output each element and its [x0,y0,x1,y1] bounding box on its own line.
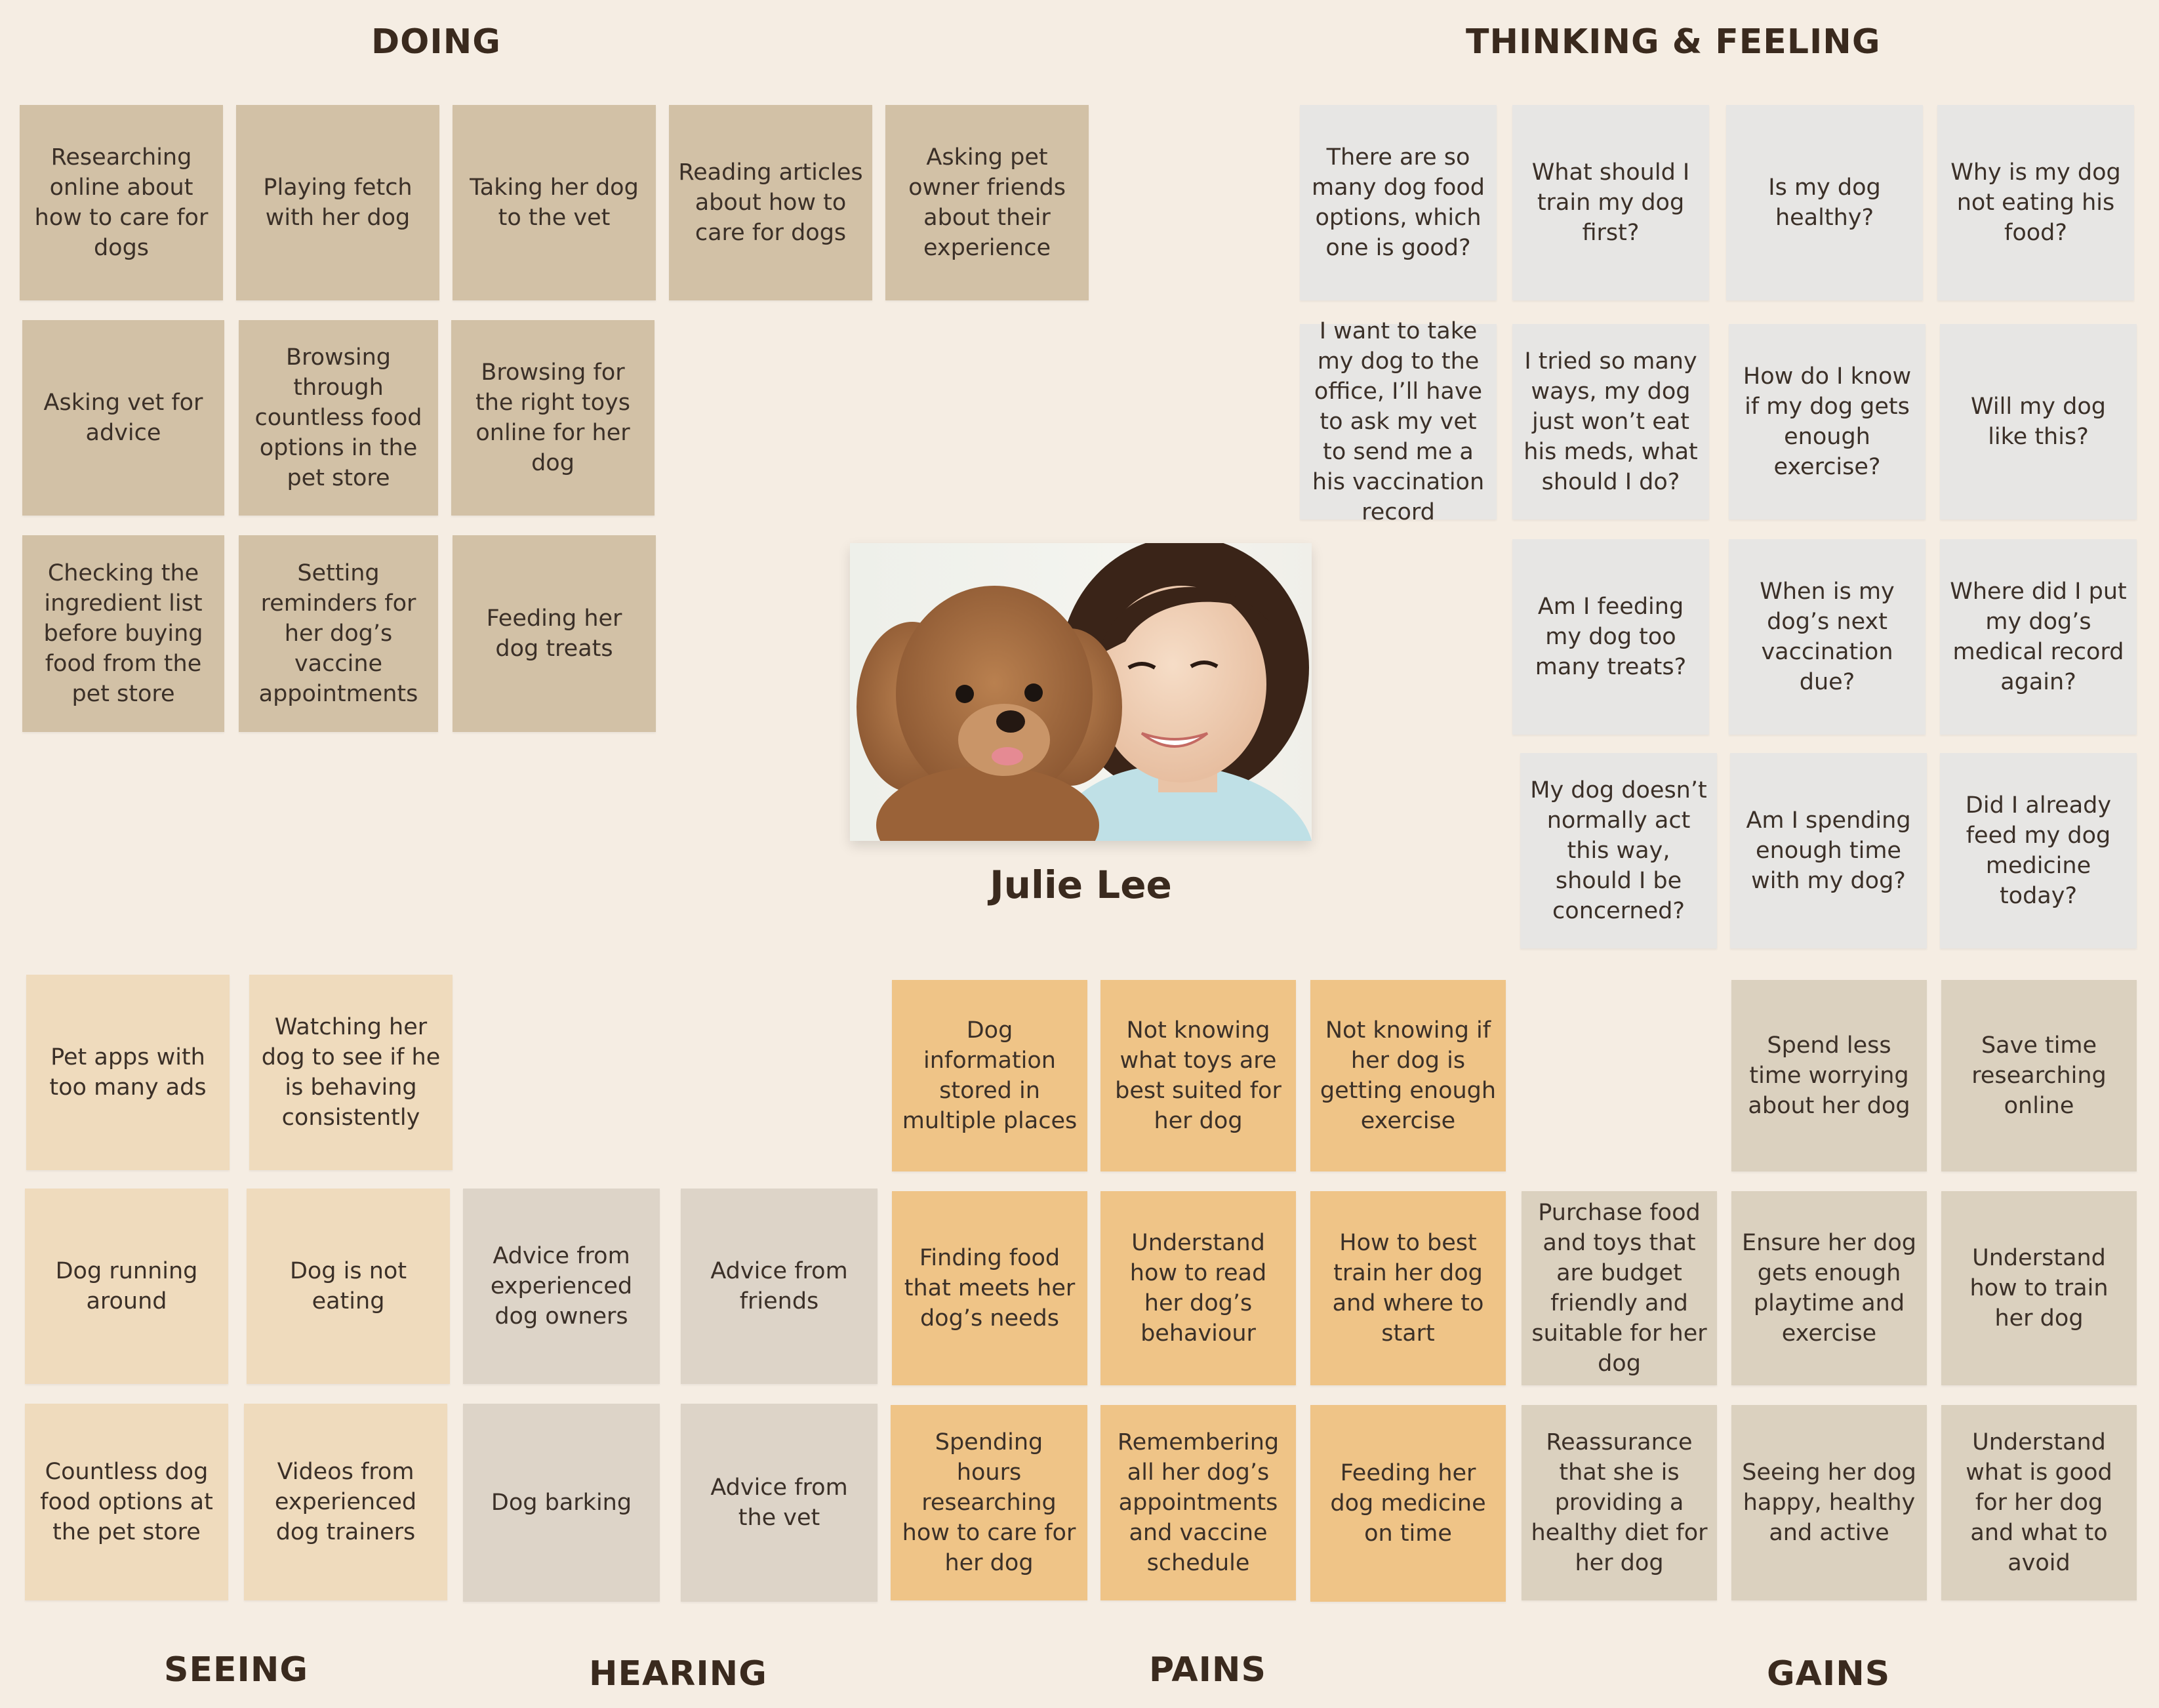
doing-note: Reading articles about how to care for d… [669,105,872,300]
doing-note: Researching online about how to care for… [20,105,223,300]
thinking-note: I want to take my dog to the office, I’l… [1300,318,1497,525]
thinking-note: Will my dog like this? [1940,324,2137,519]
thinking-note: Why is my dog not eating his food? [1937,105,2134,300]
persona-name: Julie Lee [990,863,1172,907]
hearing-note: Dog barking [463,1404,660,1602]
pains-note: Finding food that meets her dog’s needs [892,1191,1087,1385]
gains-note: Ensure her dog gets enough playtime and … [1731,1191,1927,1385]
thinking-note: Am I feeding my dog too many treats? [1512,539,1709,735]
doing-heading: DOING [371,22,501,62]
doing-note: Asking pet owner friends about their exp… [885,105,1089,300]
gains-note: Understand how to train her dog [1941,1191,2137,1385]
gains-note: Seeing her dog happy, healthy and active [1731,1405,1927,1600]
seeing-note: Dog is not eating [247,1189,450,1384]
hearing-heading: HEARING [589,1654,767,1694]
gains-note: Purchase food and toys that are budget f… [1522,1191,1717,1385]
thinking-note: I tried so many ways, my dog just won’t … [1512,324,1709,519]
doing-note: Browsing for the right toys online for h… [451,320,655,516]
thinking-note: When is my dog’s next vaccination due? [1729,539,1926,735]
persona-photo [850,543,1312,841]
gains-note: Save time researching online [1941,980,2137,1171]
thinking-note: Is my dog healthy? [1726,105,1923,300]
hearing-note: Advice from friends [681,1189,878,1384]
pains-note: Spending hours researching how to care f… [891,1405,1087,1600]
thinking-note: What should I train my dog first? [1512,105,1709,300]
doing-note: Playing fetch with her dog [236,105,439,300]
pains-note: Remembering all her dog’s appointments a… [1100,1405,1296,1600]
pains-heading: PAINS [1149,1650,1266,1690]
seeing-note: Pet apps with too many ads [26,975,230,1170]
seeing-note: Videos from experienced dog trainers [244,1404,447,1600]
woman-with-poodle-illustration [857,543,1312,841]
pains-note: Not knowing what toys are best suited fo… [1100,980,1296,1171]
hearing-note: Advice from experienced dog owners [463,1189,660,1384]
gains-note: Spend less time worrying about her dog [1731,980,1927,1171]
thinking-note: Where did I put my dog’s medical record … [1940,539,2137,735]
thinking-note: How do I know if my dog gets enough exer… [1729,324,1926,519]
pains-note: Dog information stored in multiple place… [892,980,1087,1171]
gains-note: Understand what is good for her dog and … [1941,1405,2137,1600]
pains-note: Feeding her dog medicine on time [1310,1405,1506,1602]
gains-heading: GAINS [1767,1654,1891,1694]
pains-note: Understand how to read her dog’s behavio… [1100,1191,1296,1385]
seeing-note: Countless dog food options at the pet st… [25,1404,228,1600]
doing-note: Asking vet for advice [22,320,224,516]
doing-note: Setting reminders for her dog’s vaccine … [239,535,438,732]
seeing-heading: SEEING [164,1650,309,1690]
thinking-note: My dog doesn’t normally act this way, sh… [1520,753,1717,948]
gains-note: Reassurance that she is providing a heal… [1522,1405,1717,1600]
pains-note: Not knowing if her dog is getting enough… [1310,980,1506,1171]
thinking-feeling-heading: THINKING & FEELING [1466,22,1881,62]
seeing-note: Dog running around [25,1189,228,1384]
seeing-note: Watching her dog to see if he is behavin… [249,975,453,1170]
thinking-note: Did I already feed my dog medicine today… [1940,753,2137,948]
doing-note: Browsing through countless food options … [239,320,438,516]
pains-note: How to best train her dog and where to s… [1310,1191,1506,1385]
thinking-note: There are so many dog food options, whic… [1300,105,1497,300]
hearing-note: Advice from the vet [681,1404,878,1602]
doing-note: Checking the ingredient list before buyi… [22,535,224,732]
doing-note: Feeding her dog treats [453,535,656,732]
doing-note: Taking her dog to the vet [453,105,656,300]
thinking-note: Am I spending enough time with my dog? [1730,753,1927,948]
